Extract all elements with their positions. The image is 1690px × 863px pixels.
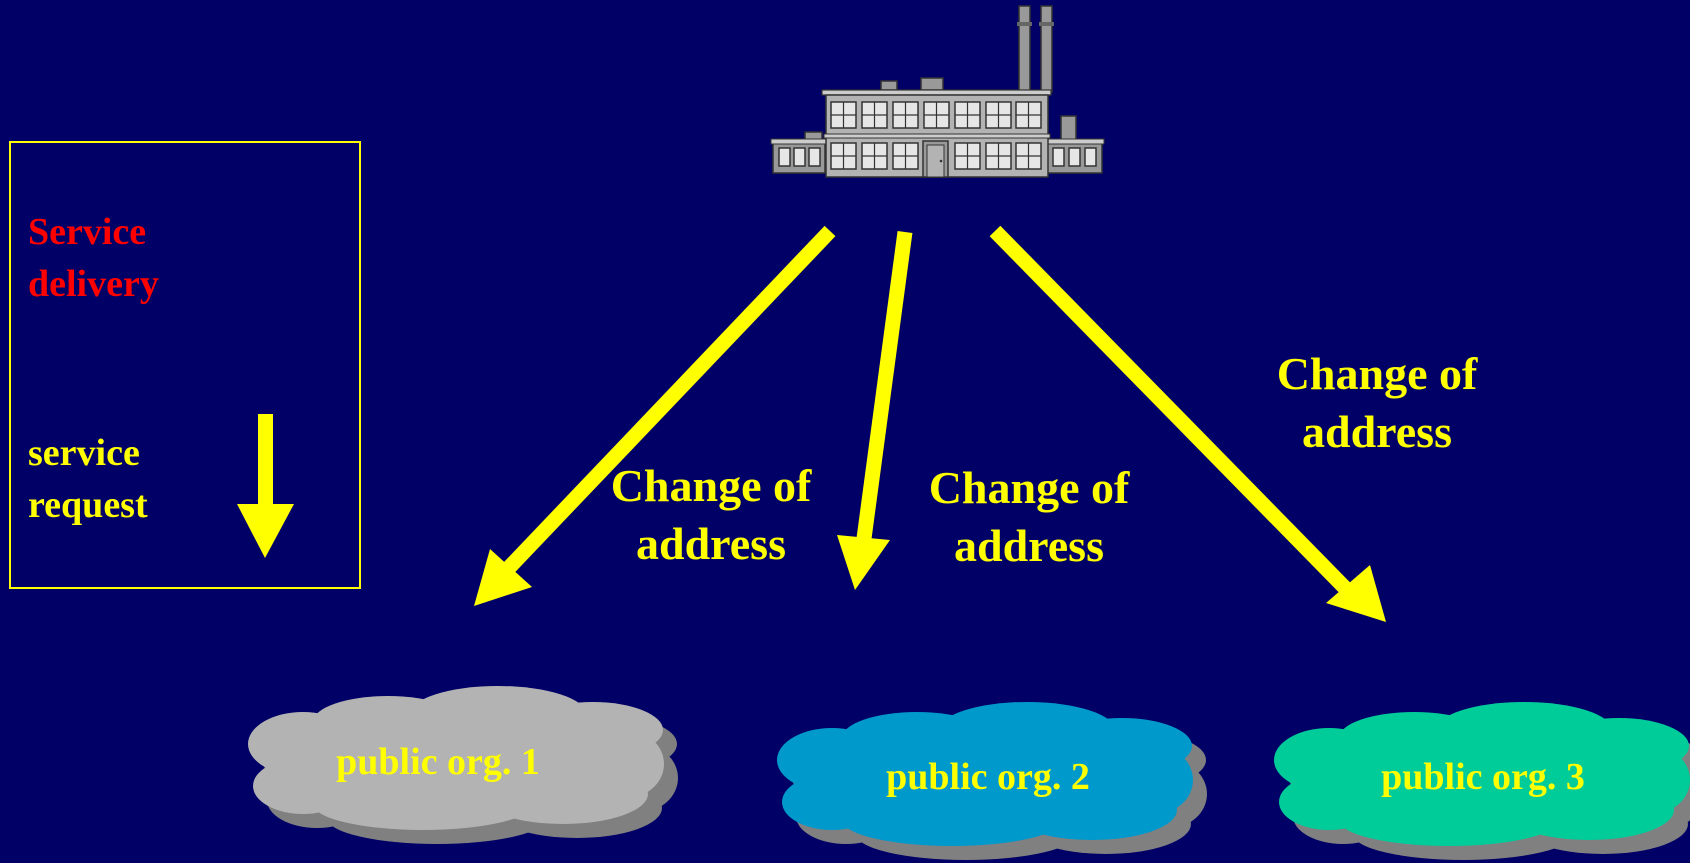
arrow-to-org-2 xyxy=(837,231,913,590)
legend-title-line2: delivery xyxy=(28,263,159,305)
arrow-label-2-line2: address xyxy=(954,520,1104,571)
org-2-label: public org. 2 xyxy=(886,756,1090,798)
arrow-label-2-line1: Change of xyxy=(928,462,1130,513)
legend-request: service request xyxy=(28,427,148,531)
legend-request-line1: service xyxy=(28,432,140,474)
arrow-label-1-line1: Change of xyxy=(610,460,812,511)
org-1-label: public org. 1 xyxy=(336,741,540,783)
legend-title-line1: Service xyxy=(28,211,147,253)
arrow-label-1: Change of address xyxy=(581,457,841,573)
legend-title: Service delivery xyxy=(28,206,159,310)
arrow-label-3-line1: Change of xyxy=(1276,348,1478,399)
arrow-label-1-line2: address xyxy=(636,518,786,569)
arrows-group xyxy=(474,225,1386,622)
arrow-label-2: Change of address xyxy=(899,459,1159,575)
service-request-arrow xyxy=(237,414,294,558)
arrow-label-3-line2: address xyxy=(1302,406,1452,457)
legend-box xyxy=(9,141,361,589)
legend-request-line2: request xyxy=(28,484,148,526)
arrow-label-3: Change of address xyxy=(1247,345,1507,461)
arrow-to-org-1 xyxy=(474,225,836,606)
factory-icon xyxy=(770,5,1105,178)
org-3-label: public org. 3 xyxy=(1381,756,1585,798)
arrow-to-org-3 xyxy=(989,225,1386,622)
